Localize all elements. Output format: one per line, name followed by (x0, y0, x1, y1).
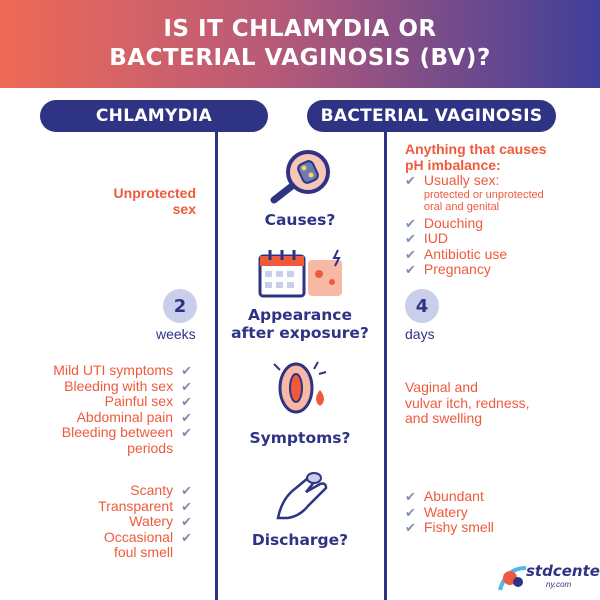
bv-causes-list: ✔ Usually sex: protected or unprotected … (405, 172, 544, 278)
topic-causes: Causes? (264, 211, 336, 229)
stdcenter-logo-icon (498, 566, 527, 591)
check-icon: ✔ (405, 504, 416, 520)
bv-cause-label: Usually sex: (423, 172, 500, 188)
check-icon: ✔ (181, 514, 192, 529)
chlamydia-discharge-label: Watery (129, 513, 174, 529)
chlamydia-symptom-label: Bleeding with sex (64, 377, 174, 394)
check-icon: ✔ (181, 483, 192, 498)
right-divider-line (384, 130, 387, 600)
check-icon: ✔ (181, 363, 192, 378)
bv-symptoms-line-3: and swelling (405, 410, 483, 426)
hand-discharge-icon (276, 472, 328, 520)
topic-appearance-line-1: Appearance (248, 306, 352, 324)
list-item-continuation: periods✔ (53, 439, 192, 457)
check-icon: ✔ (405, 520, 416, 535)
chlamydia-causes: Unprotected sex (113, 185, 196, 217)
bv-column-header: BACTERIAL VAGINOSIS (307, 100, 556, 132)
chlamydia-symptom-label: periods (127, 439, 174, 456)
list-item: Mild UTI symptoms ✔ (53, 362, 192, 379)
bv-days-badge: 4 (405, 289, 439, 323)
title-line-1: IS IT CHLAMYDIA OR (163, 16, 437, 42)
bv-cause-label: Pregnancy (423, 261, 491, 277)
topic-discharge: Discharge? (251, 531, 349, 549)
list-item: Transparent ✔ (98, 497, 192, 515)
check-icon: ✔ (181, 378, 192, 394)
bv-cause-label: Antibiotic use (423, 245, 508, 262)
check-icon: ✔ (181, 394, 192, 409)
chlamydia-symptoms-list: Mild UTI symptoms ✔ Bleeding with sex ✔ Pa… (53, 362, 192, 457)
check-icon: ✔ (405, 215, 416, 231)
magnifier-bacteria-icon (270, 150, 330, 204)
topic-appearance-line-2: after exposure? (231, 324, 369, 342)
bv-symptoms-line-2: vulvar itch, redness, (405, 394, 530, 411)
check-icon: ✔ (181, 425, 192, 440)
bv-cause-label: IUD (423, 230, 449, 246)
bv-cause-label: Douching (423, 214, 484, 231)
list-item: ✔ IUD (405, 230, 544, 247)
chlamydia-causes-line-2: sex (172, 200, 196, 217)
bv-discharge-label: Fishy smell (423, 519, 494, 535)
chlamydia-weeks-unit: weeks (156, 326, 196, 342)
check-icon: ✔ (181, 498, 192, 514)
bv-cause-sub-2: oral and genital (423, 200, 500, 213)
check-icon: ✔ (405, 231, 416, 246)
check-icon: ✔ (181, 409, 192, 425)
title-line-2: BACTERIAL VAGINOSIS (BV)? (109, 45, 491, 71)
bv-discharge-label: Abundant (423, 488, 484, 504)
list-item: Occasional ✔ (98, 528, 192, 546)
bv-discharge-list: ✔ Abundant ✔ Watery ✔ Fishy smell (405, 488, 494, 536)
chlamydia-symptom-label: Painful sex (104, 393, 174, 409)
left-divider-line (215, 130, 218, 600)
calendar-icon (258, 249, 342, 298)
chlamydia-discharge-label: Occasional (103, 528, 174, 545)
list-item: ✔ Antibiotic use (405, 245, 544, 263)
topic-symptoms: Symptoms? (249, 429, 351, 447)
bv-causes-heading: Anything that causes pH imbalance: (405, 141, 547, 173)
check-icon: ✔ (181, 529, 192, 545)
bv-days-unit: days (405, 326, 435, 342)
chlamydia-weeks-badge: 2 (163, 289, 197, 323)
vulva-symptom-icon (273, 361, 327, 414)
list-item: Bleeding with sex ✔ (53, 377, 192, 395)
bv-causes-heading-line-2: pH imbalance: (405, 156, 501, 173)
list-item: ✔ Fishy smell (405, 519, 494, 536)
list-item-continuation: foul smell✔ (98, 544, 192, 561)
bv-symptoms: Vaginal and vulvar itch, redness, and sw… (405, 379, 530, 427)
title-banner: IS IT CHLAMYDIA OR BACTERIAL VAGINOSIS (… (0, 0, 600, 88)
chlamydia-symptom-label: Mild UTI symptoms (53, 362, 174, 378)
chlamydia-discharge-label: Transparent (98, 497, 174, 514)
bv-discharge-label: Watery (423, 503, 468, 520)
logo-name: stdcenter (526, 562, 600, 580)
bv-causes-heading-line-1: Anything that causes (405, 141, 547, 157)
list-item: ✔ Douching (405, 214, 544, 232)
chlamydia-symptom-label: Bleeding between (61, 424, 174, 440)
list-item: Abdominal pain ✔ (53, 408, 192, 426)
bv-symptoms-line-1: Vaginal and (405, 379, 478, 395)
check-icon: ✔ (405, 489, 416, 504)
topic-appearance: Appearance after exposure? (225, 306, 375, 342)
check-icon: ✔ (405, 246, 416, 262)
chlamydia-discharge-label: foul smell (113, 544, 174, 560)
check-icon: ✔ (405, 262, 416, 277)
list-item: Painful sex ✔ (53, 393, 192, 410)
list-item: Bleeding between ✔ (53, 424, 192, 441)
list-item: ✔ Pregnancy (405, 261, 544, 278)
chlamydia-causes-line-1: Unprotected (113, 185, 196, 201)
chlamydia-symptom-label: Abdominal pain (76, 408, 174, 425)
list-item: Scanty ✔ (98, 482, 192, 499)
bv-cause-sub-1: protected or unprotected (423, 188, 544, 201)
list-item: ✔ Watery (405, 503, 494, 521)
chlamydia-discharge-label: Scanty (130, 482, 174, 498)
chlamydia-column-header: CHLAMYDIA (40, 100, 268, 132)
list-item: ✔ Abundant (405, 488, 494, 505)
list-item: Watery ✔ (98, 513, 192, 530)
logo-sub: ny.com (546, 580, 572, 589)
chlamydia-discharge-list: Scanty ✔ Transparent ✔ Watery ✔ Occasional ✔… (98, 482, 192, 561)
list-item: ✔ Usually sex: protected or unprotected … (405, 172, 544, 216)
check-icon: ✔ (405, 173, 416, 188)
